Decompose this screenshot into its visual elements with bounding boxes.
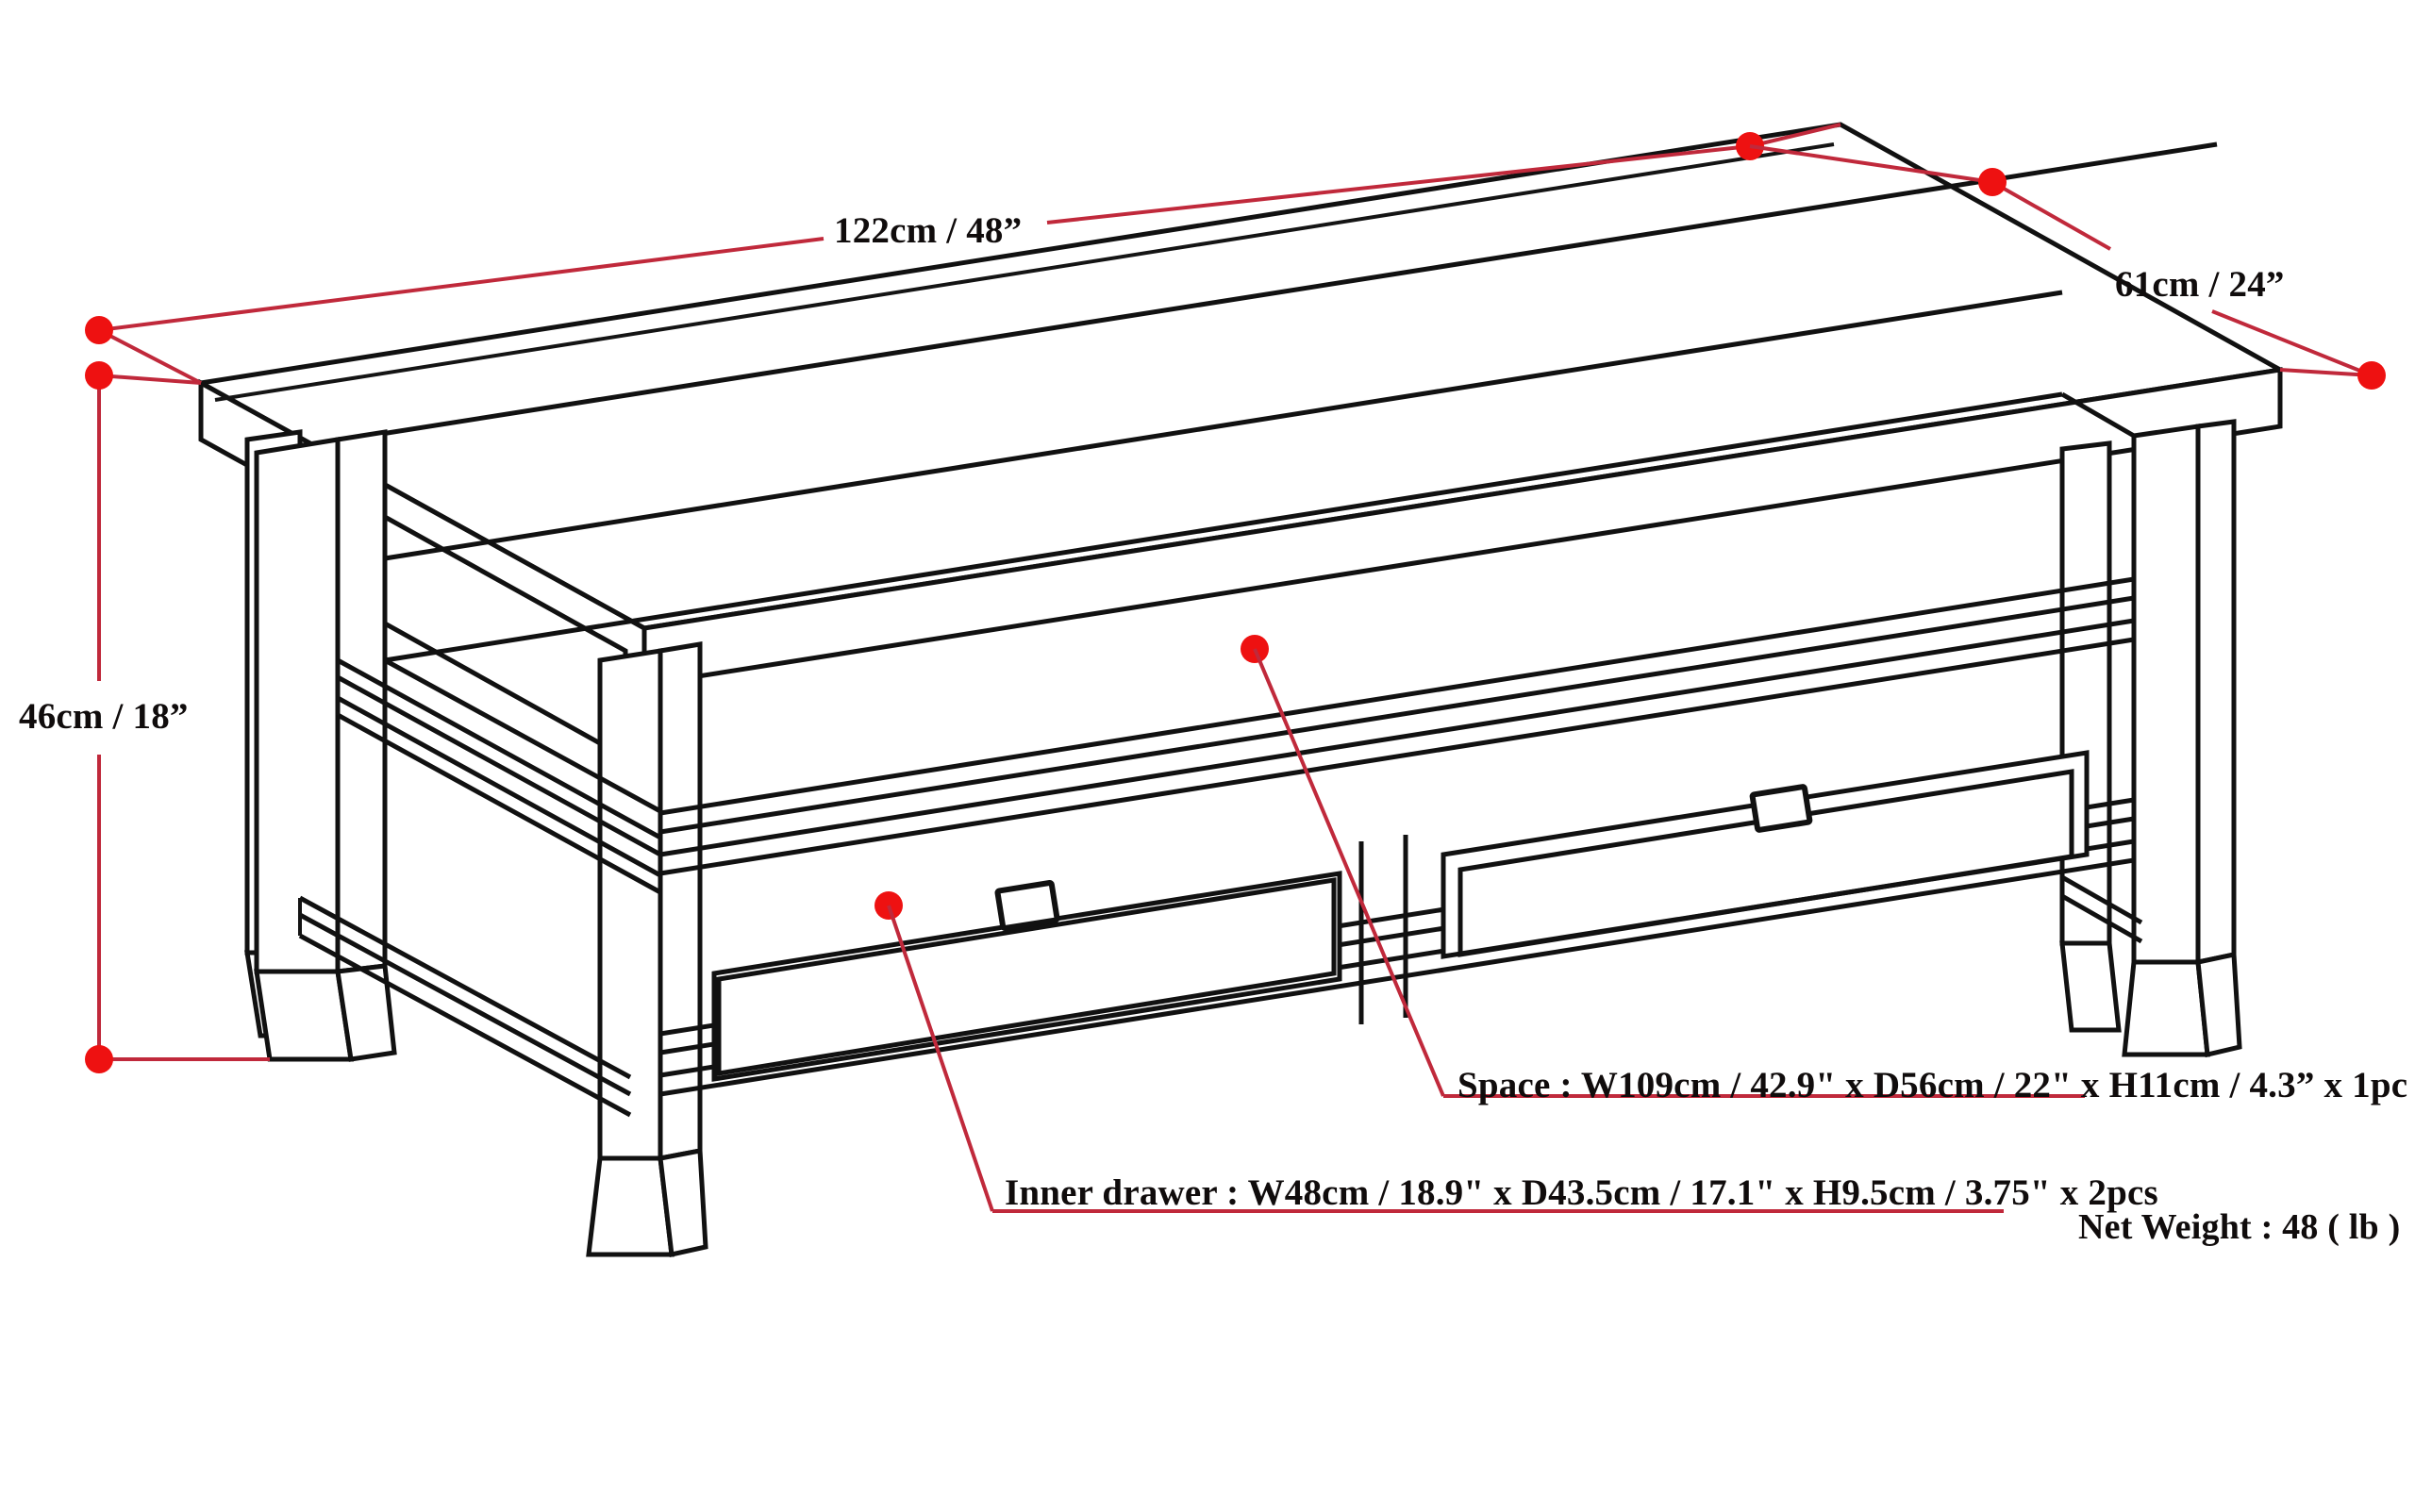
- leg-front-corner-foot-outer: [586, 1155, 675, 1257]
- leg-back-right: [2059, 440, 2122, 1033]
- space-back-bottom-line: [384, 391, 2063, 663]
- dim-width-start-marker: [85, 316, 113, 344]
- leg-front-right-foot-inner: [2195, 951, 2242, 1058]
- tabletop-bevel-line: [214, 142, 1835, 402]
- leg-front-right-foot-outer: [2122, 959, 2210, 1057]
- stretcher-right-2: [2060, 893, 2143, 944]
- callout-inner-drawer: [874, 891, 2004, 1213]
- leg-back-right-foot: [2059, 940, 2122, 1033]
- callout-drawer-leader: [887, 905, 994, 1212]
- leg-front-left-foot-outer: [254, 969, 354, 1062]
- lower-shelf: [336, 657, 662, 895]
- dim-depth-upper-extension: [1749, 144, 1993, 184]
- drawer-left[interactable]: [711, 871, 1342, 1082]
- space-left-recede: [383, 657, 662, 814]
- drawer-left-inset-panel: [716, 877, 1337, 1076]
- leg-front-left-foot-inner: [335, 963, 397, 1062]
- apron-back-top-line: [267, 141, 2218, 455]
- dim-width-line-left: [98, 237, 824, 332]
- dim-width-line-right: [1046, 144, 1751, 224]
- callout-label-inner-drawer: Inner drawer : W48cm / 18.9" x D43.5cm /…: [1005, 1172, 2158, 1213]
- leg-front-right-outer: [2131, 424, 2201, 965]
- callout-space-leader: [1253, 648, 1445, 1097]
- drawer-band-top-4: [659, 637, 2135, 876]
- callout-space: [1241, 635, 2085, 1098]
- shelf-left-edge-b: [336, 674, 662, 857]
- shelf-left-edge-d: [336, 712, 662, 895]
- leg-front-right-inner: [2195, 419, 2237, 966]
- dim-depth-line-upper: [1991, 180, 2111, 251]
- space-right-recede: [2060, 391, 2136, 439]
- shelf-left-edge-c: [336, 695, 662, 878]
- leg-front-corner-inner: [658, 641, 703, 1162]
- leg-front-corner: [586, 641, 708, 1258]
- stretcher-left-2: [298, 912, 632, 1097]
- dimension-height: [85, 361, 270, 1073]
- dimension-label-width: 122cm / 48”: [834, 210, 1023, 251]
- bottom-stretchers: [298, 874, 2143, 1118]
- dimension-label-height: 46cm / 18”: [19, 696, 189, 737]
- space-back-top-line: [384, 290, 2063, 561]
- dim-depth-end-marker: [2357, 361, 2386, 390]
- drawer-right-handle[interactable]: [1749, 784, 1813, 833]
- stretcher-left-3: [298, 933, 632, 1118]
- callout-label-space: Space : W109cm / 42.9" x D56cm / 22" x H…: [1457, 1065, 2408, 1105]
- leg-front-corner-foot-inner: [658, 1148, 708, 1258]
- dimension-label-depth: 61cm / 24”: [2115, 264, 2285, 305]
- leg-front-right: [2122, 419, 2242, 1058]
- drawer-band-bottom-4: [659, 857, 2135, 1097]
- drawer-left-front[interactable]: [711, 871, 1342, 1082]
- shelf-left-top-edge: [336, 657, 662, 840]
- drawer-band-top-2: [659, 595, 2135, 835]
- drawer-band-top-3: [659, 618, 2135, 857]
- drawer-right[interactable]: [1441, 750, 2090, 959]
- dim-depth-start-marker: [1978, 168, 2007, 196]
- stretcher-right-1: [2060, 874, 2143, 925]
- dim-height-top-tick: [98, 374, 202, 385]
- dim-depth-lower-extension: [2279, 368, 2373, 377]
- dim-height-top-marker: [85, 361, 113, 390]
- drawer-right-inset-panel: [1457, 769, 2074, 957]
- dim-depth-line-lower: [2211, 309, 2373, 377]
- dim-width-right-extension: [1749, 123, 1841, 148]
- drawer-left-handle[interactable]: [994, 879, 1060, 932]
- dim-width-left-extension: [98, 328, 202, 385]
- drawer-right-front[interactable]: [1441, 750, 2090, 959]
- leg-front-left-outer: [254, 437, 341, 974]
- leg-front-left: [254, 429, 397, 1062]
- dimension-depth: [1749, 144, 2386, 390]
- drawer-band-top-1: [659, 576, 2135, 816]
- dim-height-bottom-marker: [85, 1045, 113, 1073]
- stretcher-left-1: [298, 895, 632, 1080]
- open-shelf-space: [383, 290, 2136, 814]
- net-weight-label: Net Weight : 48 ( lb ): [2078, 1207, 2401, 1247]
